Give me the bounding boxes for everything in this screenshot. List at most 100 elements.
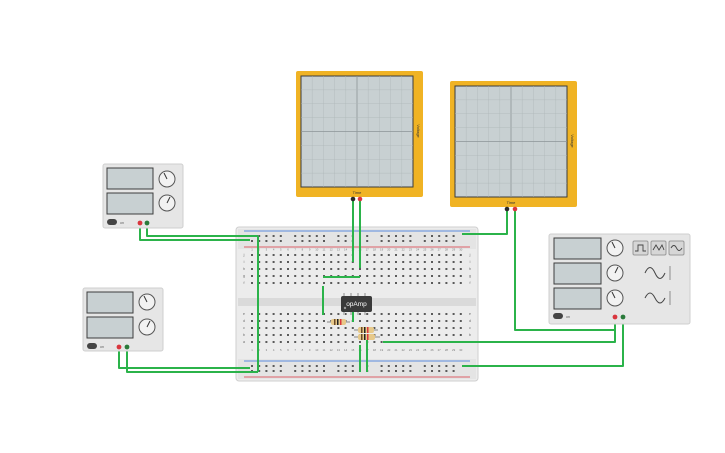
rail-hole[interactable] [323,235,325,237]
breadboard-hole[interactable] [359,341,361,343]
breadboard-hole[interactable] [272,254,275,256]
breadboard-hole[interactable] [279,254,282,256]
rail-hole[interactable] [387,370,390,372]
breadboard-hole[interactable] [387,275,390,277]
breadboard-hole[interactable] [445,254,448,256]
breadboard-hole[interactable] [337,313,340,315]
breadboard-hole[interactable] [294,334,297,336]
breadboard-hole[interactable] [409,254,412,256]
breadboard-hole[interactable] [272,320,275,322]
rail-hole[interactable] [301,240,304,242]
rail-hole[interactable] [438,235,441,237]
breadboard-hole[interactable] [337,334,340,336]
breadboard-hole[interactable] [272,275,275,277]
breadboard-hole[interactable] [294,254,297,256]
supply-bottom-terminal-red[interactable] [116,344,122,350]
resistor-3[interactable] [354,334,380,340]
breadboard-hole[interactable] [445,313,448,315]
breadboard-hole[interactable] [373,282,376,284]
breadboard-hole[interactable] [315,275,318,277]
breadboard-hole[interactable] [459,313,462,315]
breadboard-hole[interactable] [287,275,289,277]
rail-hole[interactable] [265,370,268,372]
breadboard-hole[interactable] [344,341,347,343]
breadboard-hole[interactable] [330,334,333,336]
opamp-chip[interactable]: opAmp [341,293,372,315]
generator-terminal-red[interactable] [612,314,618,320]
rail-hole[interactable] [308,365,311,367]
breadboard-hole[interactable] [315,254,318,256]
breadboard-hole[interactable] [445,275,448,277]
oscilloscope-2[interactable]: Time Voltage [450,81,577,212]
rail-hole[interactable] [344,240,347,242]
breadboard-hole[interactable] [380,327,383,329]
breadboard-hole[interactable] [438,261,441,263]
rail-hole[interactable] [409,240,412,242]
breadboard-hole[interactable] [445,334,448,336]
breadboard-hole[interactable] [380,313,383,315]
rail-hole[interactable] [265,365,268,367]
rail-hole[interactable] [380,235,383,237]
breadboard-hole[interactable] [251,275,253,277]
breadboard-hole[interactable] [251,320,253,322]
breadboard-hole[interactable] [459,320,462,322]
breadboard-hole[interactable] [344,268,347,270]
breadboard-hole[interactable] [265,327,268,329]
rail-hole[interactable] [431,235,433,237]
breadboard-hole[interactable] [279,341,282,343]
rail-hole[interactable] [452,240,455,242]
breadboard-hole[interactable] [402,327,405,329]
breadboard-hole[interactable] [265,268,268,270]
breadboard-hole[interactable] [315,341,318,343]
breadboard-hole[interactable] [344,261,347,263]
rail-hole[interactable] [315,235,318,237]
breadboard-hole[interactable] [445,282,448,284]
breadboard-hole[interactable] [258,282,261,284]
rail-hole[interactable] [323,240,325,242]
rail-hole[interactable] [395,235,397,237]
rail-hole[interactable] [344,365,347,367]
breadboard-hole[interactable] [308,313,311,315]
breadboard-hole[interactable] [287,327,289,329]
breadboard-hole[interactable] [258,327,261,329]
breadboard-hole[interactable] [265,320,268,322]
breadboard-hole[interactable] [423,313,426,315]
breadboard-hole[interactable] [344,327,347,329]
rail-hole[interactable] [409,370,412,372]
breadboard-hole[interactable] [294,341,297,343]
breadboard-hole[interactable] [438,334,441,336]
wire-top-supply-black[interactable] [146,226,258,237]
breadboard-hole[interactable] [416,313,419,315]
breadboard-hole[interactable] [337,254,340,256]
rail-hole[interactable] [315,240,318,242]
breadboard-hole[interactable] [308,320,311,322]
breadboard-hole[interactable] [287,268,289,270]
rail-hole[interactable] [423,240,426,242]
breadboard-hole[interactable] [438,254,441,256]
rail-hole[interactable] [438,365,441,367]
breadboard-hole[interactable] [279,275,282,277]
breadboard-hole[interactable] [344,334,347,336]
breadboard-hole[interactable] [438,327,441,329]
breadboard-hole[interactable] [416,334,419,336]
breadboard-hole[interactable] [366,313,369,315]
wire-top-supply-red[interactable] [139,226,250,241]
breadboard-hole[interactable] [431,268,433,270]
breadboard-hole[interactable] [387,261,390,263]
rail-hole[interactable] [402,235,405,237]
breadboard-hole[interactable] [402,268,405,270]
breadboard-hole[interactable] [258,320,261,322]
breadboard-hole[interactable] [452,320,455,322]
breadboard-hole[interactable] [395,275,397,277]
breadboard-hole[interactable] [308,334,311,336]
breadboard-hole[interactable] [366,254,369,256]
breadboard-hole[interactable] [409,320,412,322]
rail-hole[interactable] [258,370,261,372]
breadboard-hole[interactable] [294,327,297,329]
breadboard-hole[interactable] [330,268,333,270]
breadboard-hole[interactable] [279,327,282,329]
breadboard-hole[interactable] [279,334,282,336]
breadboard-hole[interactable] [380,334,383,336]
breadboard-hole[interactable] [337,268,340,270]
rail-hole[interactable] [402,365,405,367]
